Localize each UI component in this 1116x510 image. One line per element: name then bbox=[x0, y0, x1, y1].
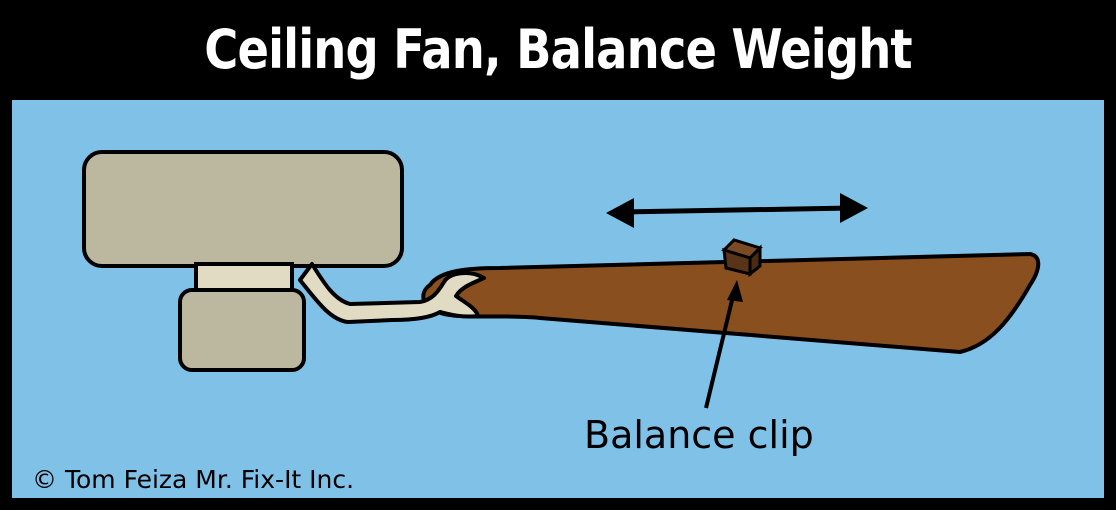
blade-iron bbox=[298, 262, 486, 324]
callout-arrowhead-icon bbox=[727, 280, 743, 302]
arrowhead-left-icon bbox=[606, 198, 634, 228]
callout-pointer bbox=[704, 291, 736, 409]
double-headed-arrow-icon bbox=[617, 203, 857, 217]
diagram-title: Ceiling Fan, Balance Weight bbox=[204, 17, 912, 81]
arrowhead-right-icon bbox=[840, 193, 868, 223]
motor-housing-bottom bbox=[178, 288, 306, 372]
copyright-text: © Tom Feiza Mr. Fix-It Inc. bbox=[32, 465, 354, 494]
callout-label: Balance clip bbox=[584, 413, 814, 457]
balance-clip bbox=[721, 238, 763, 278]
motor-housing-top bbox=[82, 150, 404, 268]
